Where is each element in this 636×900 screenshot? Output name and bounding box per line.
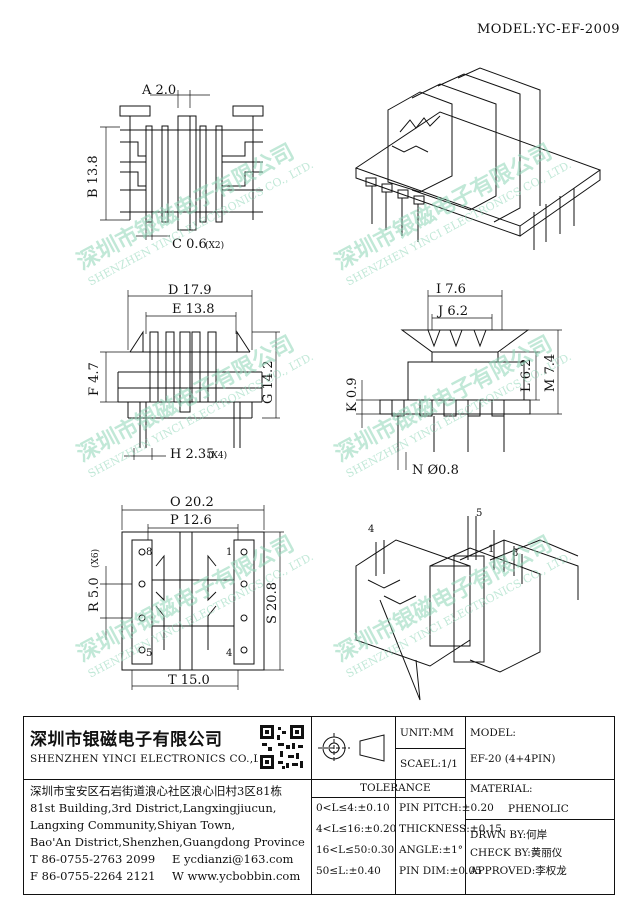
watermark-cn: 深圳市银磁电子有限公司 <box>331 531 557 668</box>
watermark-en: SHENZHEN YINCI ELECTRONICS CO., LTD. <box>344 550 574 680</box>
pin-label-4: 4 <box>226 648 232 659</box>
pin-label-1: 1 <box>226 547 232 558</box>
dim-k: K 0.9 <box>345 377 360 412</box>
company-name-en: SHENZHEN YINCI ELECTRONICS CO.,LTD. <box>30 753 280 765</box>
pin-dim-tolerance: PIN DIM:±0.05 <box>399 865 482 877</box>
tolerance-row-2: 4<L≤16:±0.20 <box>316 823 397 835</box>
company-name-cn: 深圳市银磁电子有限公司 <box>30 730 223 750</box>
dim-m: M 7.4 <box>543 354 558 392</box>
dim-g: G 14.2 <box>261 361 276 404</box>
iso-view-bottom: 4 5 1 8 <box>355 508 579 701</box>
model-value: EF-20 (4+4PIN) <box>470 753 556 765</box>
title-block: 深圳市银磁电子有限公司 SHENZHEN YINCI ELECTRONICS C… <box>23 716 615 895</box>
address-cn: 深圳市宝安区石岩街道浪心社区浪心旧村3区81栋 <box>30 784 282 798</box>
model-label: MODEL:YC-EF-2009 <box>477 22 620 37</box>
qr-code-icon <box>258 723 306 771</box>
tolerance-row-3: 16<L≤50:0.30 <box>316 844 395 856</box>
watermark-en: SHENZHEN YINCI ELECTRONICS CO., LTD. <box>86 158 316 288</box>
model-title-label: MODEL: <box>470 727 516 739</box>
drawn-by: DRWN BY:何岸 <box>470 829 548 841</box>
dim-h: H 2.35 <box>170 447 214 462</box>
dim-a: A 2.0 <box>141 83 176 98</box>
address-en-line-2: Langxing Community,Shiyan Town, <box>30 818 236 832</box>
dim-d: D 17.9 <box>168 283 212 298</box>
dim-i: I 7.6 <box>436 282 466 297</box>
end-view: I 7.6 J 6.2 K 0.9 L 6.2 M 7.4 N Ø0.8 <box>345 282 562 478</box>
dim-b: B 13.8 <box>86 155 101 198</box>
pin-label-5: 5 <box>146 648 152 659</box>
drawing-sheet: A 2.0 B 13.8 C 0.6 (X2) <box>73 67 602 701</box>
watermark-en: SHENZHEN YINCI ELECTRONICS CO., LTD. <box>86 550 316 680</box>
dim-c-note: (X2) <box>205 240 224 251</box>
watermark-cn: 深圳市银磁电子有限公司 <box>331 331 557 468</box>
watermark-cn: 深圳市银磁电子有限公司 <box>73 139 299 276</box>
dim-o: O 20.2 <box>170 495 214 510</box>
iso-pin-label-4: 4 <box>368 524 374 535</box>
dim-p: P 12.6 <box>170 513 212 528</box>
dim-f: F 4.7 <box>87 362 102 396</box>
dim-h-note: (X4) <box>208 450 227 461</box>
website: W www.ycbobbin.com <box>172 869 301 883</box>
dim-n: N Ø0.8 <box>412 463 459 478</box>
watermark-en: SHENZHEN YINCI ELECTRONICS CO., LTD. <box>344 350 574 480</box>
dim-j: J 6.2 <box>436 304 468 319</box>
watermark-cn: 深圳市银磁电子有限公司 <box>331 139 557 276</box>
dim-e: E 13.8 <box>172 302 215 317</box>
tel: T 86-0755-2763 2099 <box>30 852 156 866</box>
thickness-tolerance: THICKNESS:±0.15 <box>399 823 502 835</box>
side-view-top: A 2.0 B 13.8 C 0.6 (X2) <box>86 83 264 252</box>
tolerance-row-1: 0<L≤4:±0.10 <box>316 802 390 814</box>
dim-r: R 5.0 <box>87 577 102 612</box>
material-value: PHENOLIC <box>508 803 569 815</box>
checked-by: CHECK BY:黄丽仪 <box>470 847 563 859</box>
approved-by: APPROVED:李权龙 <box>470 865 567 877</box>
dim-s: S 20.8 <box>265 582 280 624</box>
angle-tolerance: ANGLE:±1° <box>399 844 464 856</box>
tolerance-row-4: 50≤L:±0.40 <box>316 865 381 877</box>
watermark-en: SHENZHEN YINCI ELECTRONICS CO., LTD. <box>344 158 574 288</box>
front-view: D 17.9 E 13.8 F 4.7 G 14.2 H 2.35 (X4) <box>87 283 280 462</box>
tolerance-title: TOLERANCE <box>360 782 431 794</box>
email: E ycdianzi@163.com <box>172 852 294 866</box>
projection-symbol-icon <box>318 733 385 763</box>
bottom-view: O 20.2 P 12.6 R 5.0 (X6) S 20.8 T 15.0 8… <box>87 495 284 690</box>
address-en-line-1: 81st Building,3rd District,Langxingjiucu… <box>30 801 277 815</box>
dim-r-note: (X6) <box>90 549 101 568</box>
material-label: MATERIAL: <box>470 783 533 795</box>
scale-label: SCAEL:1/1 <box>400 758 458 770</box>
watermark: 深圳市银磁电子有限公司 SHENZHEN YINCI ELECTRONICS C… <box>73 139 574 681</box>
pin-pitch-tolerance: PIN PITCH:±0.20 <box>399 802 494 814</box>
iso-pin-label-5: 5 <box>476 508 482 519</box>
unit-label: UNIT:MM <box>400 727 454 739</box>
fax: F 86-0755-2264 2121 <box>30 869 156 883</box>
dim-c: C 0.6 <box>172 237 207 252</box>
dim-t: T 15.0 <box>168 673 210 688</box>
iso-pin-label-8: 8 <box>512 548 518 559</box>
iso-view-top <box>354 67 602 250</box>
pin-label-8: 8 <box>146 547 152 558</box>
dim-l: L 6.2 <box>519 359 534 392</box>
iso-pin-label-1: 1 <box>488 544 494 555</box>
address-en-line-3: Bao'An District,Shenzhen,Guangdong Provi… <box>30 835 305 849</box>
